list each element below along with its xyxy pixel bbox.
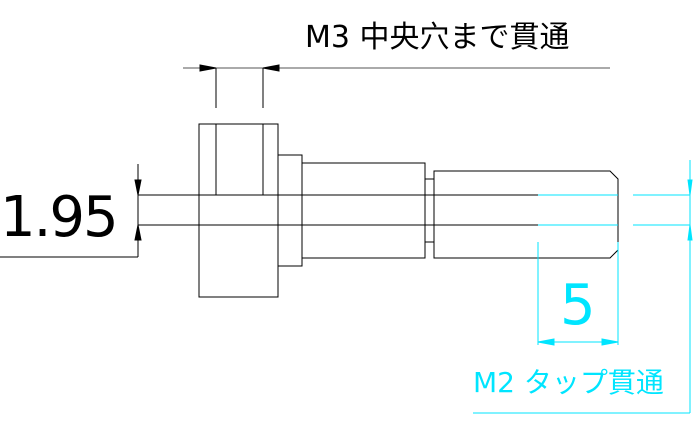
tap-depth-label: 5 (560, 273, 596, 338)
tap-note: M2 タップ貫通 (473, 366, 664, 399)
arrow-icon (134, 224, 142, 241)
arrow-icon (687, 224, 693, 241)
black-dimensions (0, 64, 610, 258)
thread-outline (433, 170, 619, 259)
shaft-outline (301, 162, 426, 259)
part-outline (183, 123, 619, 298)
cyan-dimensions (473, 160, 693, 414)
arrow-icon (687, 179, 693, 196)
arrow-icon (262, 64, 280, 72)
step-outline (424, 178, 435, 243)
top-note: M3 中央穴まで貫通 (305, 20, 570, 55)
arrow-icon (134, 179, 142, 196)
head-outline (198, 123, 279, 298)
arrow-icon (537, 338, 555, 346)
collar-outline (277, 154, 303, 267)
arrow-icon (601, 338, 619, 346)
left-dimension-label: 1.95 (0, 185, 119, 250)
arrow-icon (199, 64, 217, 72)
